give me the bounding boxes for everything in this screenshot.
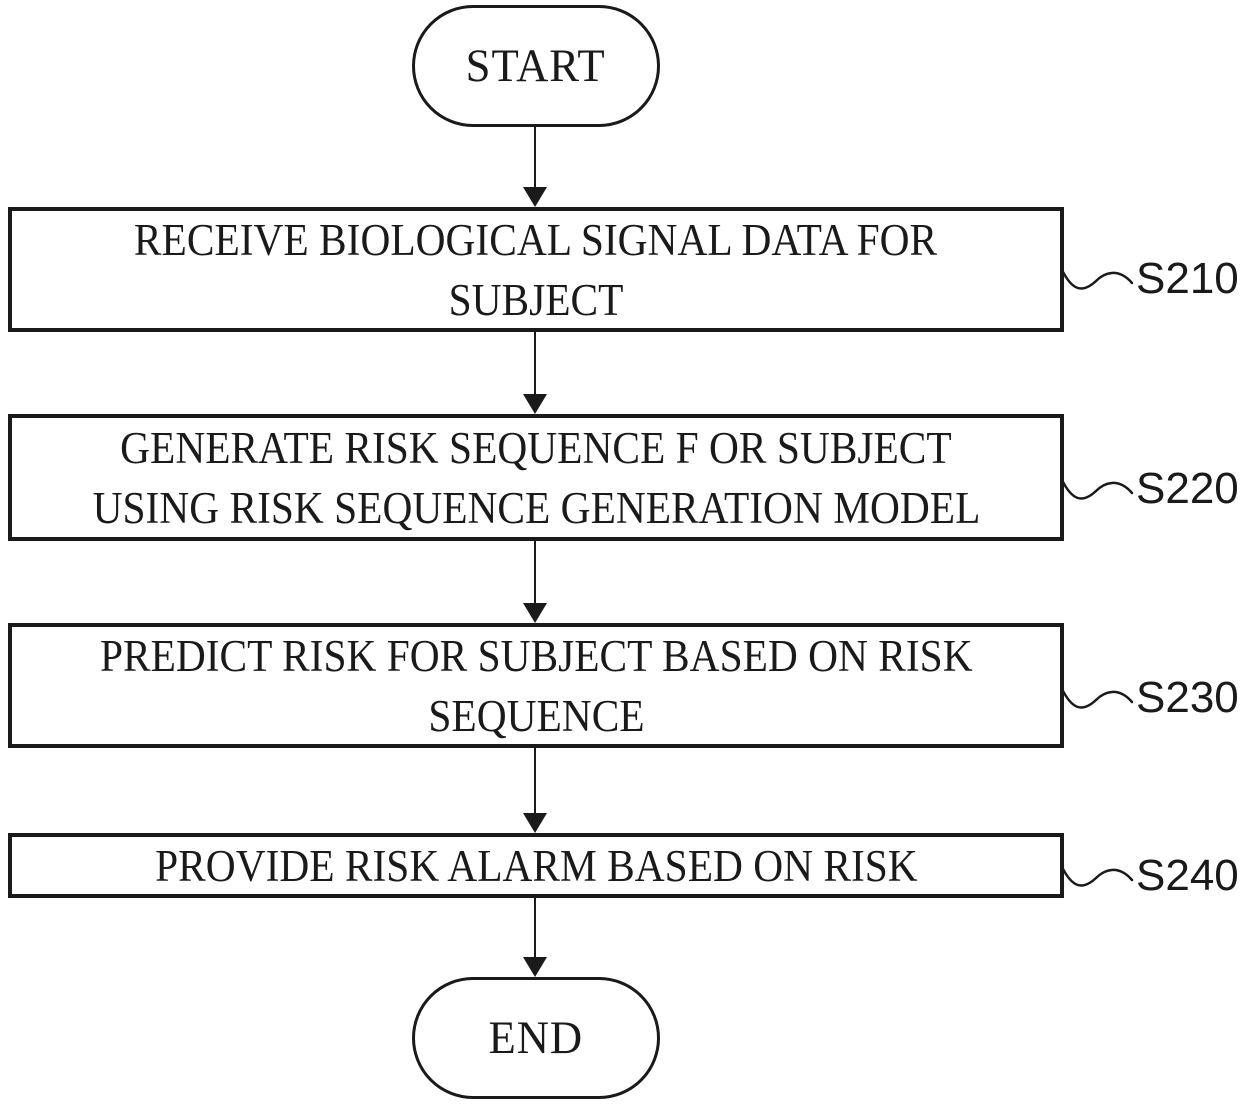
arrow-head <box>523 187 547 207</box>
arrow-down-icon <box>523 541 547 623</box>
arrow-down-icon <box>523 332 547 414</box>
arrow-down-icon <box>523 898 547 977</box>
ref-connector-squiggle <box>1060 687 1134 709</box>
box-text-line: USING RISK SEQUENCE GENERATION MODEL <box>92 482 980 533</box>
step-ref-s220: S220 <box>1060 466 1239 512</box>
box-predict-risk: PREDICT RISK FOR SUBJECT BASED ON RISK S… <box>8 623 1064 748</box>
step-ref-label: S230 <box>1136 673 1239 722</box>
arrow-stem <box>534 748 536 813</box>
box-receive-signal-data: RECEIVE BIOLOGICAL SIGNAL DATA FOR SUBJE… <box>8 207 1064 332</box>
arrow-head <box>523 813 547 833</box>
step-ref-s240: S240 <box>1060 853 1239 899</box>
step-ref-label: S210 <box>1136 254 1239 303</box>
box-text-line: SEQUENCE <box>427 690 645 741</box>
start-node: START <box>412 5 660 127</box>
box-provide-risk-alarm: PROVIDE RISK ALARM BASED ON RISK <box>8 833 1064 898</box>
ref-connector-squiggle <box>1060 865 1134 887</box>
arrow-stem <box>534 332 536 394</box>
step-ref-label: S240 <box>1136 851 1239 900</box>
arrow-head <box>523 394 547 414</box>
start-label: START <box>466 40 606 92</box>
arrow-down-icon <box>523 127 547 207</box>
end-label: END <box>488 1012 584 1064</box>
box-text-line: RECEIVE BIOLOGICAL SIGNAL DATA FOR <box>134 214 938 265</box>
arrow-stem <box>534 127 536 187</box>
box-text-line: SUBJECT <box>448 274 624 325</box>
box-text-line: PREDICT RISK FOR SUBJECT BASED ON RISK <box>99 630 973 681</box>
arrow-head <box>523 603 547 623</box>
ref-connector-squiggle <box>1060 478 1134 500</box>
arrow-head <box>523 957 547 977</box>
box-generate-risk-sequence: GENERATE RISK SEQUENCE F OR SUBJECT USIN… <box>8 414 1064 541</box>
box-text-line: PROVIDE RISK ALARM BASED ON RISK <box>154 840 918 891</box>
step-ref-label: S220 <box>1136 464 1239 513</box>
box-text-line: GENERATE RISK SEQUENCE F OR SUBJECT <box>120 422 952 473</box>
arrow-down-icon <box>523 748 547 833</box>
end-node: END <box>412 977 660 1099</box>
arrow-stem <box>534 541 536 603</box>
step-ref-s230: S230 <box>1060 675 1239 721</box>
ref-connector-squiggle <box>1060 268 1134 290</box>
step-ref-s210: S210 <box>1060 256 1239 302</box>
arrow-stem <box>534 898 536 957</box>
